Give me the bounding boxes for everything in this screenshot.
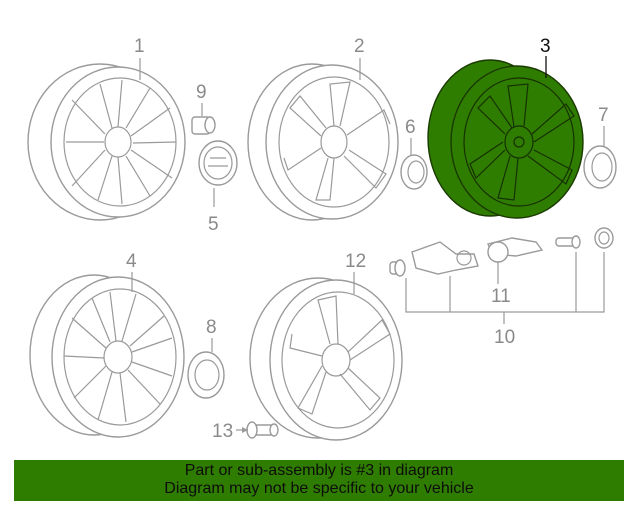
tpms-sensor-part-11[interactable] [487,237,544,272]
valve-stem-part-13[interactable] [246,421,279,439]
callout-5: 5 [208,214,219,235]
center-cap-part-5[interactable] [198,140,238,186]
wheel-part-2[interactable] [247,63,399,221]
tpms-valve-stem[interactable] [389,259,406,277]
callout-12: 12 [345,251,366,272]
wheel-part-12[interactable] [249,277,403,441]
center-cap-part-7[interactable] [583,145,617,189]
callout-8: 8 [206,317,217,338]
callout-13: 13 [212,421,233,442]
tpms-sensor[interactable] [411,241,479,275]
callout-3: 3 [540,36,551,57]
callout-10: 10 [494,327,515,348]
callout-4: 4 [126,251,137,272]
callout-9: 9 [196,82,207,103]
callout-11: 11 [491,286,511,307]
callout-1: 1 [134,36,145,57]
callout-2: 2 [354,36,365,57]
center-cap-part-6[interactable] [400,154,428,190]
center-cap-part-8[interactable] [187,351,225,399]
wheel-part-4[interactable] [29,274,185,438]
banner-line-part-number: Part or sub-assembly is #3 in diagram [184,462,454,479]
wheel-part-3-highlighted[interactable] [427,59,584,219]
callout-6: 6 [405,117,416,138]
lug-nut-part-9[interactable] [191,116,216,135]
tpms-valve-core[interactable] [555,235,581,249]
banner-line-disclaimer: Diagram may not be specific to your vehi… [164,480,474,497]
fitment-notice-banner: Part or sub-assembly is #3 in diagram Di… [14,460,624,501]
wheel-part-1[interactable] [27,63,186,221]
tpms-cap[interactable] [594,227,614,249]
callout-7: 7 [598,105,609,126]
